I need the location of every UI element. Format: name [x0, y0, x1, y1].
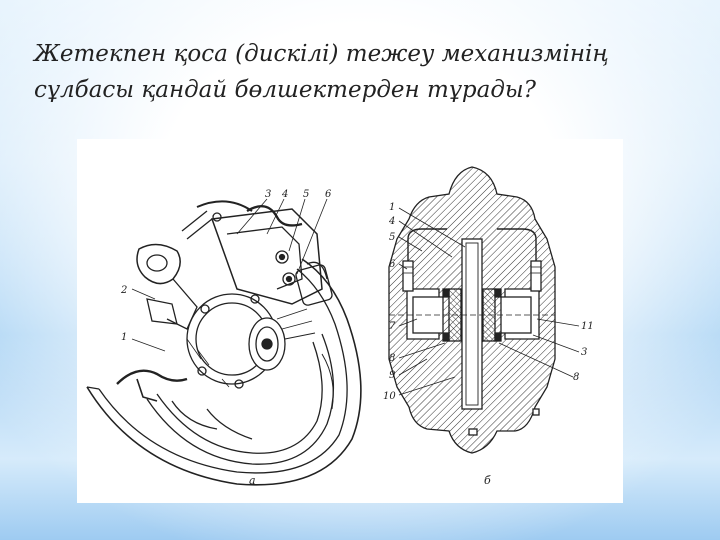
left-label-4: 4 — [281, 189, 288, 200]
left-view-leaders — [131, 198, 328, 352]
right-label-7: 7 — [389, 321, 396, 332]
right-label-11: 11 — [581, 321, 594, 332]
slide-title: Жетекпен қоса (дискілі) тежеу механизмін… — [34, 41, 609, 103]
right-label-4: 4 — [388, 216, 395, 227]
left-label-2: 2 — [120, 285, 127, 296]
left-view-caption: а — [249, 474, 256, 487]
right-label-3: 3 — [581, 347, 587, 358]
brake-diagram-svg: 3 4 5 6 2 1 а — [86, 166, 594, 487]
left-label-3: 3 — [265, 189, 271, 200]
caliper-cross-section-drawing — [388, 166, 556, 454]
left-label-1: 1 — [121, 332, 127, 343]
left-label-6: 6 — [325, 189, 332, 200]
left-label-5: 5 — [303, 189, 309, 200]
right-label-9: 9 — [389, 370, 396, 381]
right-label-10: 10 — [383, 391, 396, 402]
right-label-8: 8 — [389, 353, 395, 364]
right-label-5: 5 — [389, 232, 395, 243]
right-view-leaders — [398, 207, 580, 396]
right-label-6: 6 — [389, 259, 396, 270]
right-label-8b: 8 — [573, 372, 579, 383]
right-label-1: 1 — [389, 202, 395, 213]
brake-diagram-figure: 3 4 5 6 2 1 а — [77, 139, 623, 503]
right-view-caption: б — [484, 474, 491, 487]
disc-brake-perspective-drawing — [86, 200, 362, 486]
